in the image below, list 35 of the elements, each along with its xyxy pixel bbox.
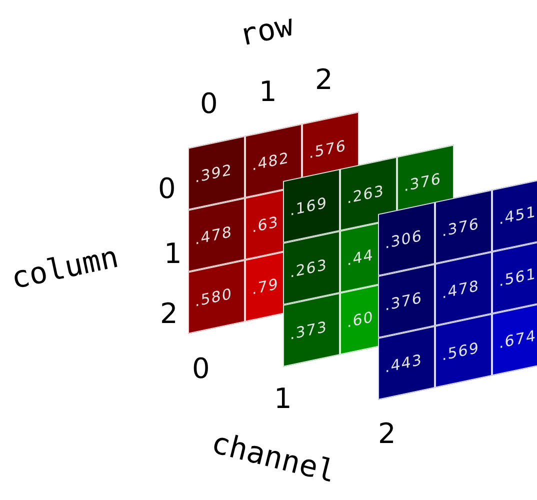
- axis-tick: 0: [158, 175, 176, 203]
- cell-value: .306: [385, 226, 422, 252]
- axis-tick: 0: [192, 355, 210, 383]
- axis-tick: 0: [200, 90, 218, 118]
- cell-value: .263: [290, 256, 328, 282]
- cell-value: .79: [252, 274, 279, 298]
- cell-value: .569: [442, 338, 480, 364]
- cell-value: .376: [442, 214, 480, 240]
- axis-tick: 1: [164, 240, 182, 268]
- axis-tick: 1: [274, 385, 292, 413]
- cell-value: .376: [404, 169, 442, 196]
- cell-value: .376: [385, 288, 422, 314]
- cell-value: .63: [252, 212, 279, 236]
- cell-value: .580: [195, 284, 232, 310]
- cell-value: .60: [347, 308, 374, 332]
- cell-value: .263: [347, 181, 384, 208]
- cell-value: .478: [195, 222, 232, 248]
- axis-title: column: [8, 242, 122, 295]
- cell-value: .674: [499, 326, 536, 352]
- cell-value: .392: [195, 160, 232, 186]
- cell-value: .169: [290, 194, 328, 220]
- cell-value: .478: [442, 276, 480, 302]
- cell-value: .373: [290, 318, 328, 344]
- cell-value: .482: [252, 148, 290, 174]
- axis-title: channel: [208, 428, 338, 488]
- cell-value: .443: [385, 350, 422, 376]
- axis-title: row: [236, 11, 296, 52]
- axis-tick: 2: [378, 420, 396, 448]
- cell-value: .561: [499, 264, 536, 290]
- axis-tick: 1: [259, 78, 277, 106]
- cell-value: .44: [347, 246, 374, 270]
- cell-value: .451: [499, 202, 536, 228]
- axis-tick: 2: [315, 66, 333, 94]
- cell-value: .576: [309, 136, 346, 162]
- axis-tick: 2: [160, 300, 178, 328]
